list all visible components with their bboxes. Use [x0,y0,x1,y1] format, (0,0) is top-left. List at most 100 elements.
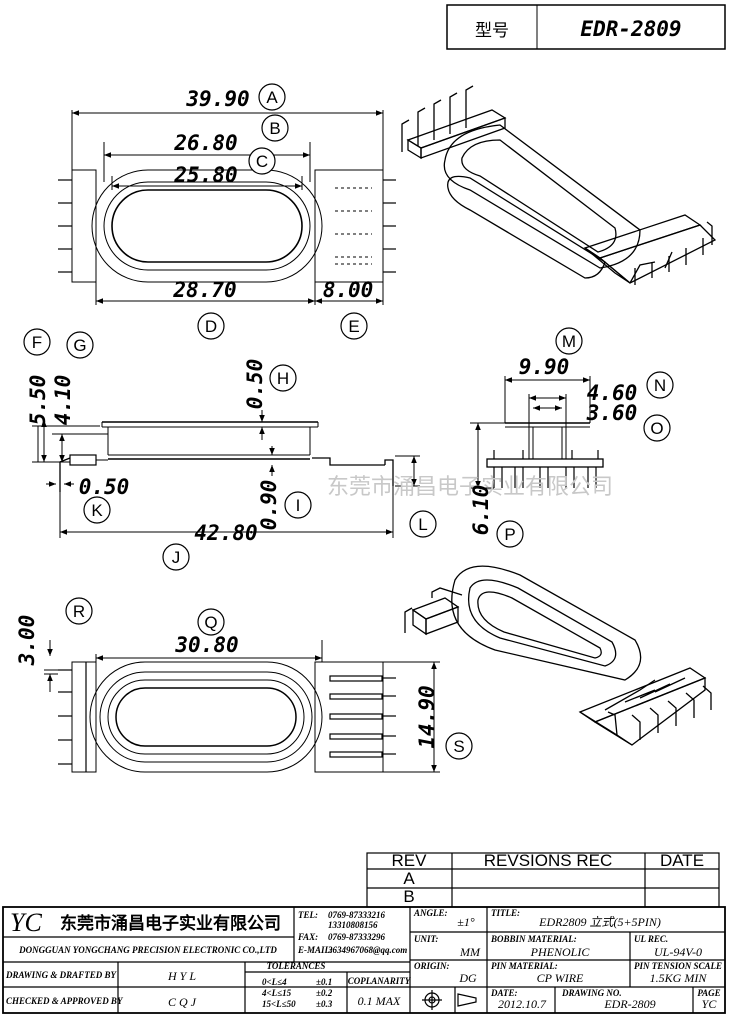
company-logo: YC [10,908,42,937]
callout-circle-p [496,520,524,548]
tolerance-range-3: 15<L≤50 [262,999,296,1009]
callout-circle-q [197,608,225,636]
drawn-by-value: H Y L [167,969,196,983]
rev-row-b: B [403,887,414,906]
top-right-hidden-lines [335,187,372,265]
dim-h-value: 0.50 [243,359,267,410]
revisions-header: REVSIONS REC [484,851,612,870]
callout-circle-o [643,414,671,442]
page-label: PAGE [697,988,720,998]
dim-m-value: 9.90 [519,355,570,379]
dim-b-value: 26.80 [173,131,237,155]
callout-letter-p: P [504,525,515,544]
ul-value: UL-94V-0 [654,945,702,959]
callout-circle-f [23,328,51,356]
title-value: EDR2809 立式(5+5PIN) [538,915,661,929]
dim-a-value: 39.90 [185,87,249,111]
bottom-right-pin-block [314,661,384,773]
tolerance-value-3: ±0.3 [316,999,333,1009]
coplanarity-value: 0.1 MAX [358,994,401,1008]
callout-letter-q: Q [204,613,217,632]
date-label: DATE: [490,988,518,998]
bottom-left-pin-block [71,661,97,773]
callout-letter-n: N [654,376,666,395]
pin-material-label: PIN MATERIAL: [491,961,558,971]
bottom-flange-outline [89,661,323,773]
callout-circle-j [162,543,190,571]
checked-by-label: CHECKED & APPROVED BY [6,996,124,1006]
pin-tension-value: 1.5KG MIN [650,971,708,985]
callout-letter-d: D [205,317,217,336]
callout-letter-s: S [453,737,464,756]
tolerance-range-1: 0<L≤4 [262,977,287,987]
callout-letter-h: H [277,369,289,388]
model-label: 型号 [475,21,509,40]
top-left-pins [58,179,72,273]
top-core-window-inner [111,189,303,263]
dim-r-value: 3.00 [15,615,39,667]
checked-by-value: C Q J [168,995,197,1009]
isometric-view-top [401,85,717,285]
callout-circle-g [66,331,94,359]
callout-letter-c: C [256,152,268,171]
callout-letter-f: F [32,333,42,352]
title-block [2,906,726,1014]
fax-value: 0769-87333296 [328,932,385,942]
dim-k-value: 0.50 [79,475,130,499]
callout-letter-j: J [172,548,181,567]
tolerance-value-1: ±0.1 [316,977,332,987]
email-label: E-MAIL: [297,945,333,955]
dim-p-value: 6.10 [469,485,493,536]
bobbin-label: BOBBIN MATERIAL: [490,934,577,944]
model-header-box [446,4,726,50]
dim-s-value: 14.90 [415,685,439,748]
tel-label: TEL: [298,910,318,920]
email-value: 3634967068@qq.com [327,945,407,955]
drawing-no-label: DRAWING NO. [561,988,622,998]
page-value: YC [702,997,718,1011]
dim-e-value: 8.00 [323,278,374,302]
callout-letter-b: B [269,119,280,138]
watermark: 东莞市涌昌电子实业有限公司 [327,475,613,500]
unit-value: MM [459,945,481,959]
callout-letter-l: L [418,515,427,534]
dim-f-value: 5.50 [26,375,50,426]
tel-2: 13310808156 [328,920,378,930]
callout-circle-d [197,312,225,340]
dim-i-value: 0.90 [257,480,281,531]
coplanarity-label: COPLANARITY [348,976,412,986]
top-right-pins [383,179,396,273]
fax-label: FAX: [297,932,318,942]
rev-row-a: A [403,869,415,888]
callout-circle-c [248,147,276,175]
title-label: TITLE: [491,908,520,918]
callout-circle-m [555,327,583,355]
dim-d-value: 28.70 [172,278,236,302]
drawing-no-value: EDR-2809 [603,997,655,1011]
bottom-view [44,640,440,773]
callout-circle-l [409,510,437,538]
drawn-by-label: DRAWING & DRAFTED BY [5,970,117,980]
tolerance-value-2: ±0.2 [316,988,333,998]
top-flange-outline [91,169,323,283]
date-value: 2012.10.7 [498,997,547,1011]
dim-g-value: 4.10 [51,375,75,426]
callout-circle-b [261,114,289,142]
company-name-en: DONGGUAN YONGCHANG PRECISION ELECTRONIC … [18,945,277,955]
dim-q-value: 30.80 [174,633,238,657]
callout-letter-i: I [296,496,301,515]
origin-value: DG [458,971,477,985]
top-core-window-outer [103,181,311,271]
pin-tension-label: PIN TENSION SCALE [634,961,722,971]
callout-circle-s [445,732,473,760]
pin-material-value: CP WIRE [537,971,584,985]
isometric-view-bottom [404,565,712,746]
dim-o-value: 3.60 [586,401,638,425]
unit-label: UNIT: [414,934,438,944]
company-name-cn: 东莞市涌昌电子实业有限公司 [60,913,281,934]
callout-circle-h [269,364,297,392]
top-right-pin-block [314,169,384,283]
callout-letter-k: K [91,501,103,520]
end-view [470,376,604,489]
